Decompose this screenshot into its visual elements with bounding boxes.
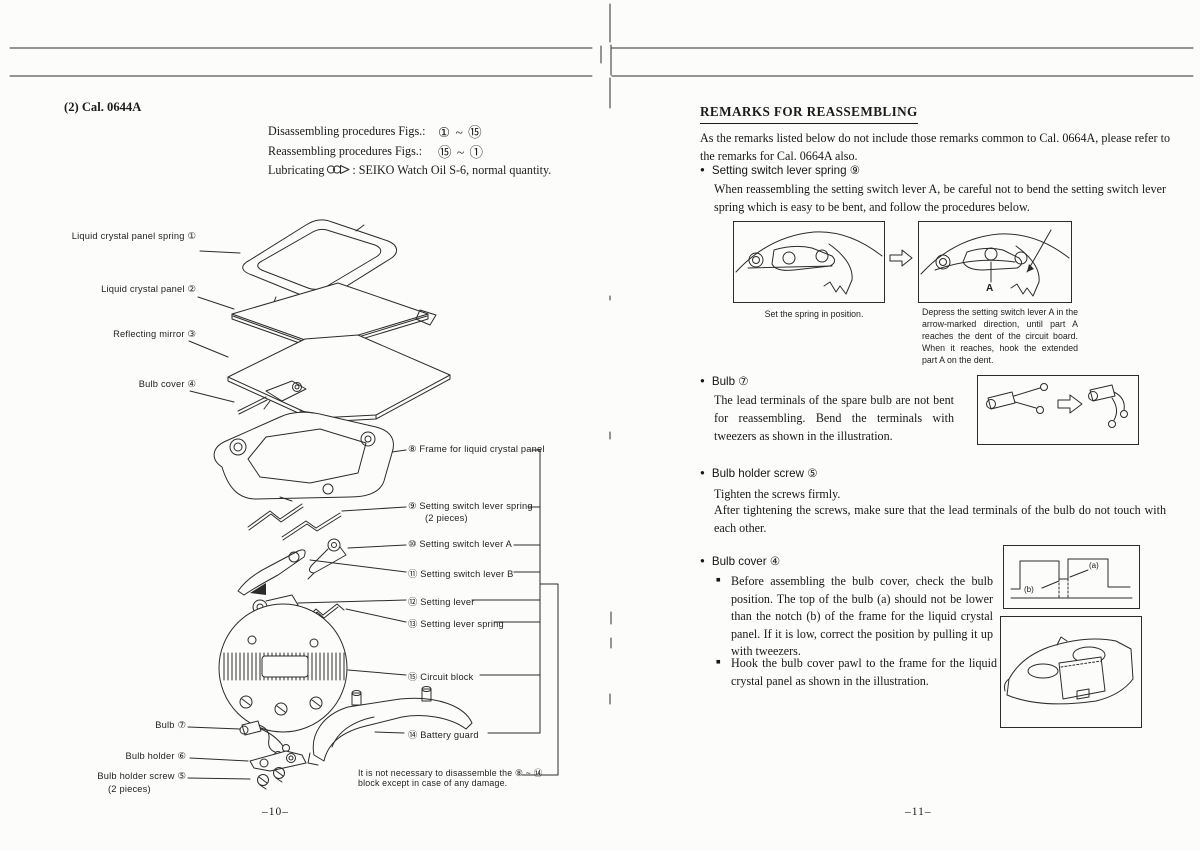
bulb-cover-pawl-box xyxy=(1000,616,1142,728)
label-a: (a) xyxy=(1089,561,1099,570)
label-setting-switch-lever-b: ⑪ Setting switch lever B xyxy=(408,569,514,579)
section-title-bulb: ●Bulb ⑦ xyxy=(700,375,749,388)
part-bulb-holder xyxy=(249,750,307,772)
bulb-drawing xyxy=(986,383,1128,428)
reassembling-procedures-range: ⑮ ~ ① xyxy=(438,145,485,160)
label-bulb-holder: Bulb holder ⑥ xyxy=(125,751,186,761)
label-setting-switch-lever-spring-qty: (2 pieces) xyxy=(425,513,468,523)
label-setting-switch-lever-spring: ⑨ Setting switch lever spring xyxy=(408,501,533,511)
cover-item-1: ■ Before assembling the bulb cover, chec… xyxy=(716,574,993,659)
part-setting-switch-lever-b xyxy=(237,549,306,596)
part-bulb-cover xyxy=(237,380,307,415)
part-bulb-holder-screws xyxy=(257,767,285,790)
spring-caption-left: Set the spring in position. xyxy=(764,309,864,319)
bulb-position-box: (b) (a) xyxy=(1003,545,1140,609)
bullet-icon: ● xyxy=(700,556,705,565)
label-bulb-cover: Bulb cover ④ xyxy=(138,379,196,389)
label-b: (b) xyxy=(1024,585,1034,594)
label-circuit-block: ⑮ Circuit block xyxy=(408,672,474,682)
bullet-icon: ● xyxy=(700,376,705,385)
bullet-icon: ● xyxy=(700,165,705,174)
part-bulb xyxy=(239,720,290,759)
bulb-position-drawing: (b) (a) xyxy=(1010,558,1133,599)
disassembling-procedures-label: Disassembling procedures Figs.: xyxy=(268,124,426,138)
step-arrow-icon xyxy=(889,249,913,267)
part-reflecting-mirror xyxy=(227,334,451,423)
remarks-heading: REMARKS FOR REASSEMBLING xyxy=(700,104,918,124)
label-reflecting-mirror: Reflecting mirror ③ xyxy=(113,329,196,339)
reassembling-procedures-label: Reassembling procedures Figs.: xyxy=(268,144,423,158)
cover-item-2: ■ Hook the bulb cover pawl to the frame … xyxy=(716,656,997,688)
diagram-note-line2: block except in case of any damage. xyxy=(358,778,508,788)
bulb-cover-pawl-drawing xyxy=(1004,636,1134,705)
lubricating-label: Lubricating xyxy=(268,163,325,177)
lubricating-text: : SEIKO Watch Oil S-6, normal quantity. xyxy=(352,163,552,177)
label-battery-guard: ⑭ Battery guard xyxy=(408,730,479,740)
part-frame-for-lcd-panel xyxy=(213,410,394,502)
label-lcd-panel: Liquid crystal panel ② xyxy=(101,284,196,294)
disassembling-procedures-range: ① ~ ⑮ xyxy=(438,125,483,140)
section-screw-line1: Tighten the screws firmly. xyxy=(714,487,841,501)
label-setting-lever: ⑫ Setting lever xyxy=(408,597,475,607)
part-setting-switch-lever-a xyxy=(307,538,347,580)
bullet-icon: ● xyxy=(700,468,705,477)
spring-step1-drawing xyxy=(735,231,883,295)
spring-caption-right: Depress the setting switch lever A in th… xyxy=(922,307,1078,365)
part-a-label: A xyxy=(986,283,994,294)
spring-illustration-box-2 xyxy=(918,221,1072,303)
bulb-illustration-box xyxy=(977,375,1139,445)
leader-lines-right xyxy=(297,449,559,776)
label-bulb-holder-screw-qty: (2 pieces) xyxy=(108,784,151,794)
part-battery-guard xyxy=(307,686,473,766)
oil-symbol-icon xyxy=(327,165,350,174)
label-setting-switch-lever-a: ⑩ Setting switch lever A xyxy=(408,539,513,549)
spring-step2-drawing xyxy=(920,229,1070,297)
exploded-diagram xyxy=(187,219,559,790)
part-circuit-block xyxy=(218,603,348,733)
leader-lines-left xyxy=(187,250,251,780)
remarks-intro: As the remarks listed below do not inclu… xyxy=(700,131,1170,163)
diagram-note-line1: It is not necessary to disassemble the ⑧… xyxy=(358,768,543,778)
section-title-cover: ●Bulb cover ④ xyxy=(700,555,781,568)
left-page-number: –10– xyxy=(262,806,289,818)
label-bulb-holder-screw: Bulb holder screw ⑤ xyxy=(97,771,186,781)
spring-illustration-box-1 xyxy=(733,221,885,303)
left-page-title: (2) Cal. 0644A xyxy=(64,100,142,114)
section-title-spring: ●Setting switch lever spring ⑨ xyxy=(700,164,861,177)
label-bulb: Bulb ⑦ xyxy=(155,720,186,730)
label-lcd-panel-spring: Liquid crystal panel spring ① xyxy=(71,231,196,241)
section-screw-line2: After tightening the screws, make sure t… xyxy=(714,503,1166,535)
square-bullet-icon: ■ xyxy=(716,657,721,666)
section-body-spring: When reassembling the setting switch lev… xyxy=(714,182,1166,214)
label-frame: ⑧ Frame for liquid crystal panel xyxy=(408,444,545,454)
section-body-bulb: The lead terminals of the spare bulb are… xyxy=(714,393,954,443)
lubricating-row: Lubricating : SEIKO Watch Oil S-6, norma… xyxy=(268,163,551,178)
section-title-screw: ●Bulb holder screw ⑤ xyxy=(700,467,818,480)
part-setting-switch-lever-spring xyxy=(247,503,342,541)
label-setting-lever-spring: ⑬ Setting lever spring xyxy=(408,619,504,629)
square-bullet-icon: ■ xyxy=(716,575,721,584)
right-page-number: –11– xyxy=(905,806,932,818)
